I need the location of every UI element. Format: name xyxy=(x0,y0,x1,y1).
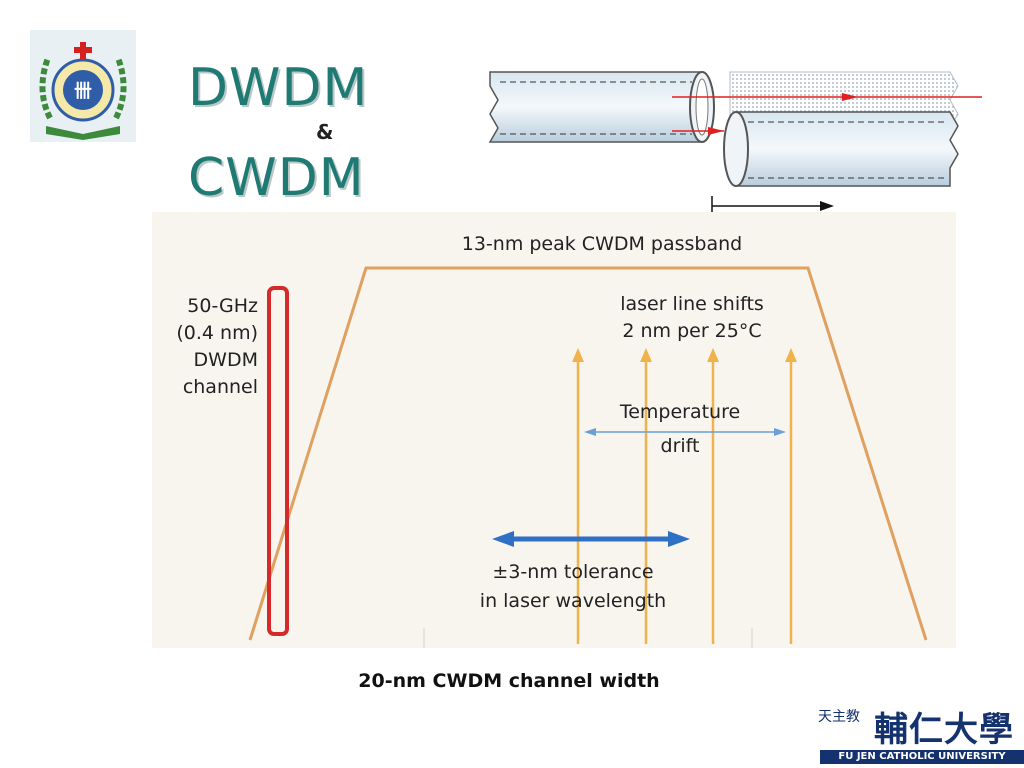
temperature-drift-arrow xyxy=(584,428,786,436)
drift-label-line-2: drift xyxy=(661,435,700,457)
university-logo: 天主教 輔仁大學 FU JEN CATHOLIC UNIVERSITY xyxy=(818,702,1024,764)
tolerance-label-line-1: ±3-nm tolerance xyxy=(492,561,653,583)
logo-mark-text: 天主教 xyxy=(818,709,860,725)
cwdm-passband-diagram: 13-nm peak CWDM passband 50-GHz (0.4 nm)… xyxy=(152,212,956,648)
laser-line-4 xyxy=(785,348,797,644)
dwdm-label-line-4: channel xyxy=(183,376,258,398)
university-seal-icon: 卌 xyxy=(30,30,136,142)
tolerance-label-line-2: in laser wavelength xyxy=(480,590,666,612)
laser-line-3 xyxy=(707,348,719,644)
dwdm-label-line-3: DWDM xyxy=(194,349,258,371)
passband-label: 13-nm peak CWDM passband xyxy=(462,233,742,255)
svg-text:卌: 卌 xyxy=(74,81,92,102)
shift-label-line-1: laser line shifts xyxy=(620,293,764,315)
laser-line-1 xyxy=(572,348,584,644)
laser-line-2 xyxy=(640,348,652,644)
tolerance-arrow xyxy=(492,531,690,547)
fiber-offset-illustration xyxy=(480,62,990,212)
logo-english-name: FU JEN CATHOLIC UNIVERSITY xyxy=(820,750,1024,764)
dwdm-label-line-2: (0.4 nm) xyxy=(176,322,258,344)
slide-title-ampersand: & xyxy=(316,120,334,144)
shift-label-line-2: 2 nm per 25°C xyxy=(622,320,761,342)
cwdm-passband-curve xyxy=(248,266,928,641)
channel-width-label: 20-nm CWDM channel width xyxy=(358,670,660,692)
dwdm-channel-marker xyxy=(267,286,289,636)
drift-label-line-1: Temperature xyxy=(619,401,740,423)
slide-title-cwdm: CWDM xyxy=(188,148,365,208)
dwdm-label-line-1: 50-GHz xyxy=(187,295,258,317)
slide-title-dwdm: DWDM xyxy=(188,58,369,118)
logo-chinese-name: 輔仁大學 xyxy=(874,710,1014,750)
